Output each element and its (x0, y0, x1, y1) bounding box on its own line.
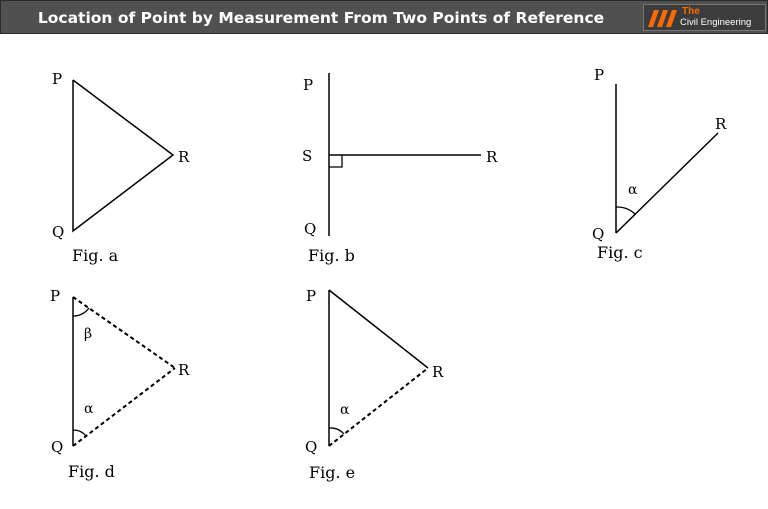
figure-d: β α P R Q Fig. d (50, 287, 190, 481)
figure-b-caption: Fig. b (308, 246, 355, 265)
figure-e: α P R Q Fig. e (305, 287, 444, 482)
figure-c-line-qr (615, 132, 719, 234)
figure-d-angle-arc-alpha (72, 429, 87, 437)
brand-logo: The Civil Engineering (643, 4, 766, 31)
page-title: Location of Point by Measurement From Tw… (37, 9, 605, 27)
header-bar: Location of Point by Measurement From Tw… (0, 0, 768, 34)
figure-b-label-q: Q (304, 220, 316, 238)
logo-the-text: The (682, 6, 700, 17)
figure-d-caption: Fig. d (68, 462, 115, 481)
figure-a-label-p: P (52, 70, 62, 88)
figure-b-label-r: R (486, 148, 498, 166)
figure-c-label-alpha: α (628, 182, 638, 198)
figure-c-angle-arc (615, 206, 636, 215)
figure-e-label-p: P (306, 287, 316, 305)
figure-d-label-beta: β (84, 326, 92, 342)
figure-d-label-r: R (178, 361, 190, 379)
logo-name-text: Civil Engineering (680, 17, 752, 28)
figure-b-label-p: P (303, 76, 313, 94)
figure-d-label-alpha: α (84, 401, 94, 417)
figure-a-label-q: Q (52, 223, 64, 241)
figure-a: P R Q Fig. a (52, 70, 190, 265)
figure-c-label-p: P (594, 66, 604, 84)
figure-e-caption: Fig. e (309, 463, 355, 482)
figure-b-label-s: S (302, 147, 312, 165)
figures-canvas: P R Q Fig. a P S R Q Fig. b α P R Q Fig.… (50, 66, 727, 482)
figure-e-label-r: R (432, 363, 444, 381)
figure-a-caption: Fig. a (72, 246, 119, 265)
logo-stripes-icon (648, 10, 677, 27)
figure-c: α P R Q Fig. c (592, 66, 727, 262)
figure-c-label-q: Q (592, 225, 604, 243)
figure-d-line-qr (72, 367, 176, 447)
figure-e-label-alpha: α (340, 402, 350, 418)
figure-d-label-p: P (50, 287, 60, 305)
figure-b: P S R Q Fig. b (302, 73, 498, 265)
figure-e-line-pr (328, 289, 429, 369)
figure-e-line-qr (328, 367, 429, 447)
figure-c-label-r: R (715, 115, 727, 133)
figure-d-angle-arc-beta (72, 307, 90, 317)
figure-a-triangle (72, 79, 175, 233)
figure-a-label-r: R (178, 148, 190, 166)
figure-b-right-angle-mark (329, 155, 343, 168)
figure-c-caption: Fig. c (597, 243, 643, 262)
figure-d-label-q: Q (51, 438, 63, 456)
figure-e-angle-arc-alpha (328, 427, 345, 435)
figure-e-label-q: Q (305, 438, 317, 456)
